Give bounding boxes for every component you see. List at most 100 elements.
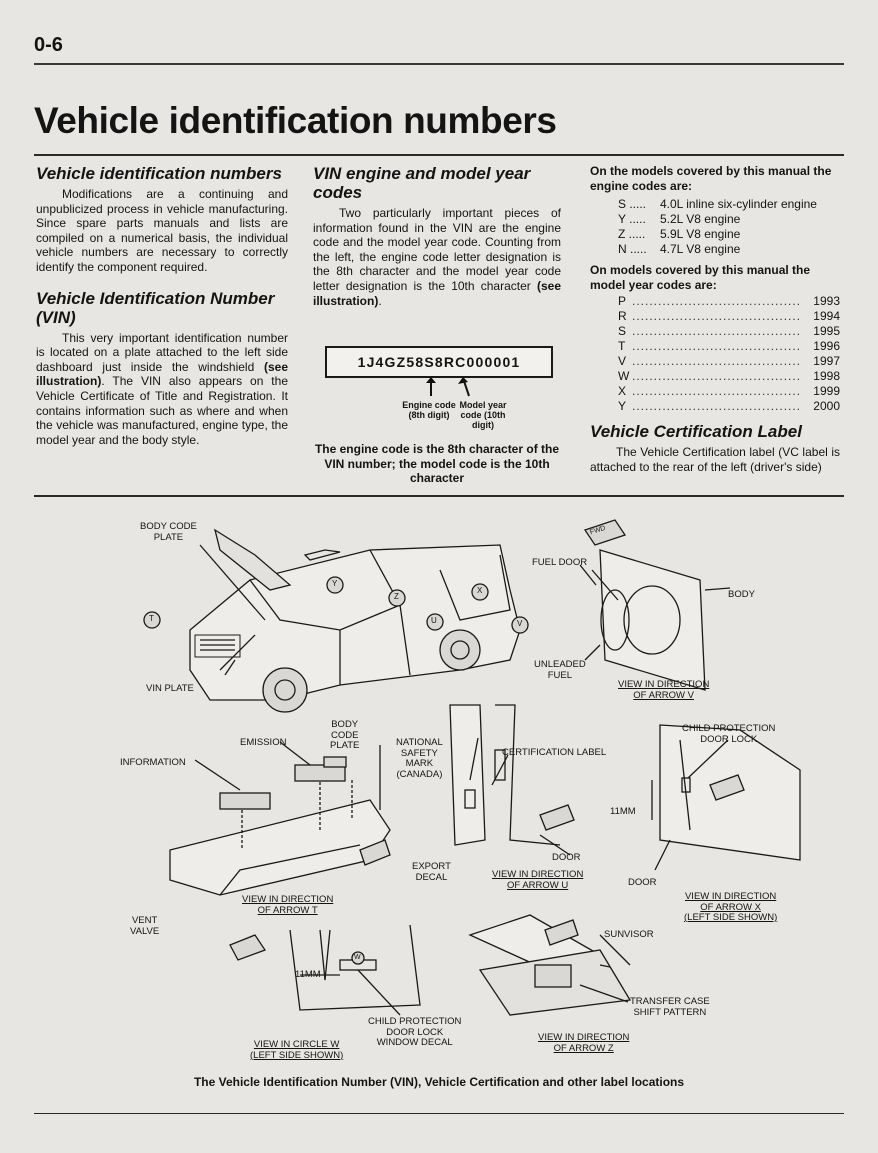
page-number: 0-6 [34,34,63,56]
leader-dots: ........................................… [632,384,800,399]
model-year: 1995 [813,324,840,339]
illustration-reference: (see illustration) [313,278,561,308]
year-code-list: P.......................................… [618,294,840,414]
leader-dots: ........................................… [632,309,800,324]
engine-code: Y ..... [618,212,646,227]
column-2: VIN engine and model year codes Two part… [313,164,561,486]
text-span: . [378,293,382,308]
arrow-t-label: T [149,614,154,623]
year-code: X [618,384,627,399]
model-year: 1997 [813,354,840,369]
section-heading-vin: Vehicle Identification Number (VIN) [36,288,275,327]
leader-dots: ........................................… [632,294,800,309]
door-lock-drawing [651,724,801,871]
list-item: Y ..... 5.2L V8 engine [618,212,840,227]
sunvisor-label: SUNVISOR [604,929,654,940]
section-heading-vc-label: Vehicle Certification Label [590,422,802,442]
fuel-door-drawing [591,549,731,691]
section-heading-vin-codes: VIN engine and model year codes [313,164,531,202]
list-item: W.......................................… [618,369,840,384]
model-year-code-label: Model year code (10th digit) [459,400,507,431]
vin-pointer-arrows [426,378,470,397]
list-item: T.......................................… [618,339,840,354]
figure-caption: The Vehicle Identification Number (VIN),… [193,1075,685,1089]
model-year: 1996 [813,339,840,354]
information-label: INFORMATION [120,757,186,768]
fwd-arrows [229,519,745,961]
model-year: 1993 [813,294,840,309]
door-label-2: DOOR [628,877,657,888]
paragraph-vc-label: The Vehicle Certification label (VC labe… [590,445,840,474]
list-item: V.......................................… [618,354,840,369]
view-w-label: VIEW IN CIRCLE W(LEFT SIDE SHOWN) [250,1039,344,1061]
vin-example-box: 1J4GZ58S8RC000001 [325,346,553,379]
list-item: R.......................................… [618,309,840,324]
model-year: 2000 [813,399,840,414]
list-item: S.......................................… [618,324,840,339]
year-codes-intro: On models covered by this manual the mod… [590,263,811,292]
arrow-v-label: V [517,619,523,628]
illustration-reference: (see illustration) [36,359,288,389]
text-span: Two particularly important pieces of inf… [313,206,561,293]
leader-dots: ........................................… [632,354,800,369]
model-year: 1999 [813,384,840,399]
year-code: V [618,354,627,369]
engine-code-list: S .....4.0L inline six-cylinder engine Y… [618,197,840,257]
top-rule [34,63,844,65]
year-code: W [618,369,630,384]
eleven-mm-label-2: 11MM [295,969,321,980]
leader-dots: ........................................… [632,399,800,414]
eleven-mm-label: 11MM [610,806,636,817]
year-code: P [618,294,627,309]
leader-dots: ........................................… [632,369,800,384]
list-item: Z .....5.9L V8 engine [618,227,840,242]
model-year: 1994 [813,309,840,324]
page-title: Vehicle identification numbers [34,100,557,141]
list-item: Y.......................................… [618,399,840,414]
engine-description: 4.7L V8 engine [660,242,741,257]
engine-description: 5.2L V8 engine [660,212,741,227]
list-item: P.......................................… [618,294,840,309]
engine-code: Z ..... [618,227,646,242]
title-rule [34,154,844,156]
door-label: DOOR [552,852,581,863]
direction-arrows [143,576,529,965]
arrow-w-label: W [354,954,361,961]
paragraph-vin-codes: Two particularly important pieces of inf… [313,206,561,308]
figure-drawing [143,519,801,1016]
year-code: Y [618,399,627,414]
arrow-x-label: X [477,586,483,595]
list-item: X.......................................… [618,384,840,399]
sunvisor-drawing [468,914,632,1016]
list-item: S .....4.0L inline six-cylinder engine [618,197,840,212]
leader-dots: ........................................… [632,339,800,354]
leader-lines [224,564,601,676]
fuel-door-label: FUEL DOOR [532,557,588,568]
text-span: . The VIN also appears on the Vehicle Ce… [36,374,288,447]
arrow-y-label: Y [332,579,338,588]
leader-dots: ........................................… [632,324,800,339]
vin-pointers: Engine code (8th digit) Model year code … [313,378,561,436]
text-span: This very important identification numbe… [36,330,288,374]
engine-code: N ..... [618,242,647,257]
year-code: S [618,324,627,339]
arrow-z-label: Z [394,592,399,601]
engine-code-label: Engine code (8th digit) [402,400,456,421]
year-code: T [618,339,626,354]
window-drawing [289,924,421,1016]
door-pillar-drawing [449,704,571,856]
vin-plate-label: VIN PLATE [146,683,194,694]
paragraph-vin-location: This very important identification numbe… [36,331,288,448]
